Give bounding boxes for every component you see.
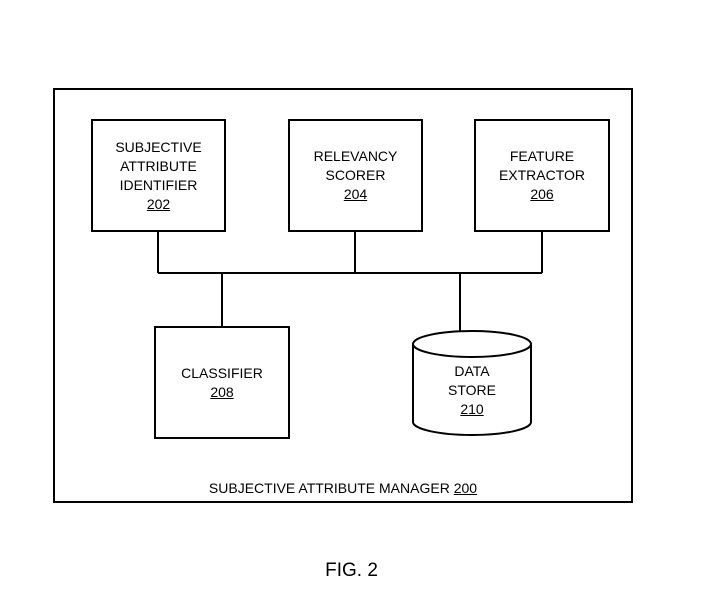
datastore-ref-number: 210: [460, 401, 484, 417]
classifier-box: CLASSIFIER 208: [154, 326, 290, 439]
manager-label-text: SUBJECTIVE ATTRIBUTE MANAGER: [208, 480, 450, 496]
extractor-ref-number: 206: [530, 186, 554, 202]
manager-ref-number: 200: [453, 480, 478, 496]
scorer-label-line-2: SCORER: [325, 167, 386, 183]
identifier-label-line-3: IDENTIFIER: [119, 176, 198, 193]
subjective-attribute-manager-container: [53, 88, 633, 503]
classifier-ref-number: 208: [210, 383, 234, 400]
figure-label: FIG. 2: [325, 560, 378, 581]
manager-label: SUBJECTIVE ATTRIBUTE MANAGER 200: [53, 480, 633, 496]
subjective-attribute-identifier-box: SUBJECTIVE ATTRIBUTE IDENTIFIER 202: [91, 119, 226, 232]
datastore-label-line-1: DATA: [454, 363, 490, 379]
extractor-label-line-2: EXTRACTOR: [498, 167, 586, 183]
identifier-ref-number: 202: [146, 195, 171, 212]
identifier-label-line-2: ATTRIBUTE: [120, 157, 197, 174]
datastore-label-line-2: STORE: [448, 382, 496, 398]
scorer-label-line-1: RELEVANCY: [313, 148, 398, 164]
relevancy-scorer-box: RELEVANCY SCORER 204: [288, 119, 423, 232]
identifier-label-line-1: SUBJECTIVE: [115, 138, 202, 155]
extractor-label-line-1: FEATURE: [509, 148, 575, 164]
data-store-label: DATA STORE 210: [413, 362, 531, 419]
scorer-ref-number: 204: [343, 186, 368, 202]
classifier-label-line-1: CLASSIFIER: [181, 364, 263, 381]
feature-extractor-box: FEATURE EXTRACTOR 206: [474, 119, 610, 232]
